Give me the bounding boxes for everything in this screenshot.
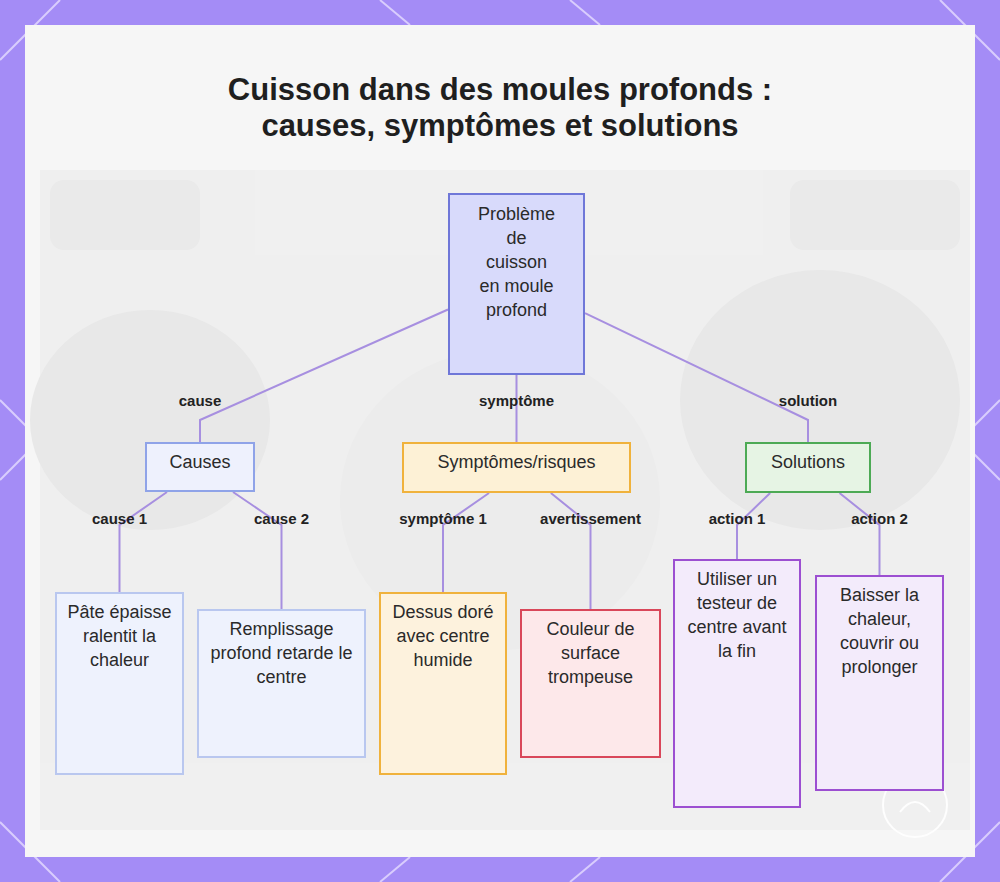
connector bbox=[840, 493, 880, 575]
connector bbox=[443, 493, 489, 592]
category-box: Causes bbox=[145, 442, 255, 492]
panel bbox=[25, 25, 975, 857]
edge-label: cause 1 bbox=[92, 510, 147, 527]
edge-label: cause bbox=[179, 392, 222, 409]
edge-label: solution bbox=[779, 392, 837, 409]
diagram-title: Cuisson dans des moules profonds : cause… bbox=[200, 72, 800, 144]
edge-label: avertissement bbox=[540, 510, 641, 527]
root-box: Problème de cuisson en moule profond bbox=[448, 193, 585, 375]
node-text: Couleur de surface trompeuse bbox=[532, 617, 649, 689]
edge-label: action 1 bbox=[709, 510, 766, 527]
node-text: Problème de cuisson en moule profond bbox=[476, 202, 557, 322]
connector bbox=[120, 492, 168, 592]
connector bbox=[585, 313, 808, 442]
node-text: Pâte épaisse ralentit la chaleur bbox=[65, 600, 174, 672]
edge-label: symptôme bbox=[479, 392, 554, 409]
action-box: Baisser la chaleur, couvrir ou prolonger bbox=[815, 575, 944, 791]
watermark-mark bbox=[900, 802, 930, 812]
cause-box: Pâte épaisse ralentit la chaleur bbox=[55, 592, 184, 775]
warning-box: Couleur de surface trompeuse bbox=[520, 609, 661, 758]
node-text: Baisser la chaleur, couvrir ou prolonger bbox=[825, 583, 934, 679]
node-text: Causes bbox=[153, 450, 247, 474]
symptom-box: Dessus doré avec centre humide bbox=[379, 592, 507, 775]
faint-background bbox=[30, 170, 970, 830]
connector bbox=[516, 375, 518, 442]
connector bbox=[200, 309, 448, 442]
node-text: Solutions bbox=[753, 450, 863, 474]
node-text: Dessus doré avec centre humide bbox=[391, 600, 495, 672]
category-box: Symptômes/risques bbox=[402, 442, 631, 493]
edge-label: symptôme 1 bbox=[399, 510, 487, 527]
action-box: Utiliser un testeur de centre avant la f… bbox=[673, 559, 801, 808]
node-text: Symptômes/risques bbox=[410, 450, 623, 474]
node-text: Remplissage profond retarde le centre bbox=[209, 617, 354, 689]
edge-label: action 2 bbox=[851, 510, 908, 527]
edge-label: cause 2 bbox=[254, 510, 309, 527]
node-text: Utiliser un testeur de centre avant la f… bbox=[685, 567, 789, 663]
category-box: Solutions bbox=[745, 442, 871, 493]
cause-box: Remplissage profond retarde le centre bbox=[197, 609, 366, 758]
